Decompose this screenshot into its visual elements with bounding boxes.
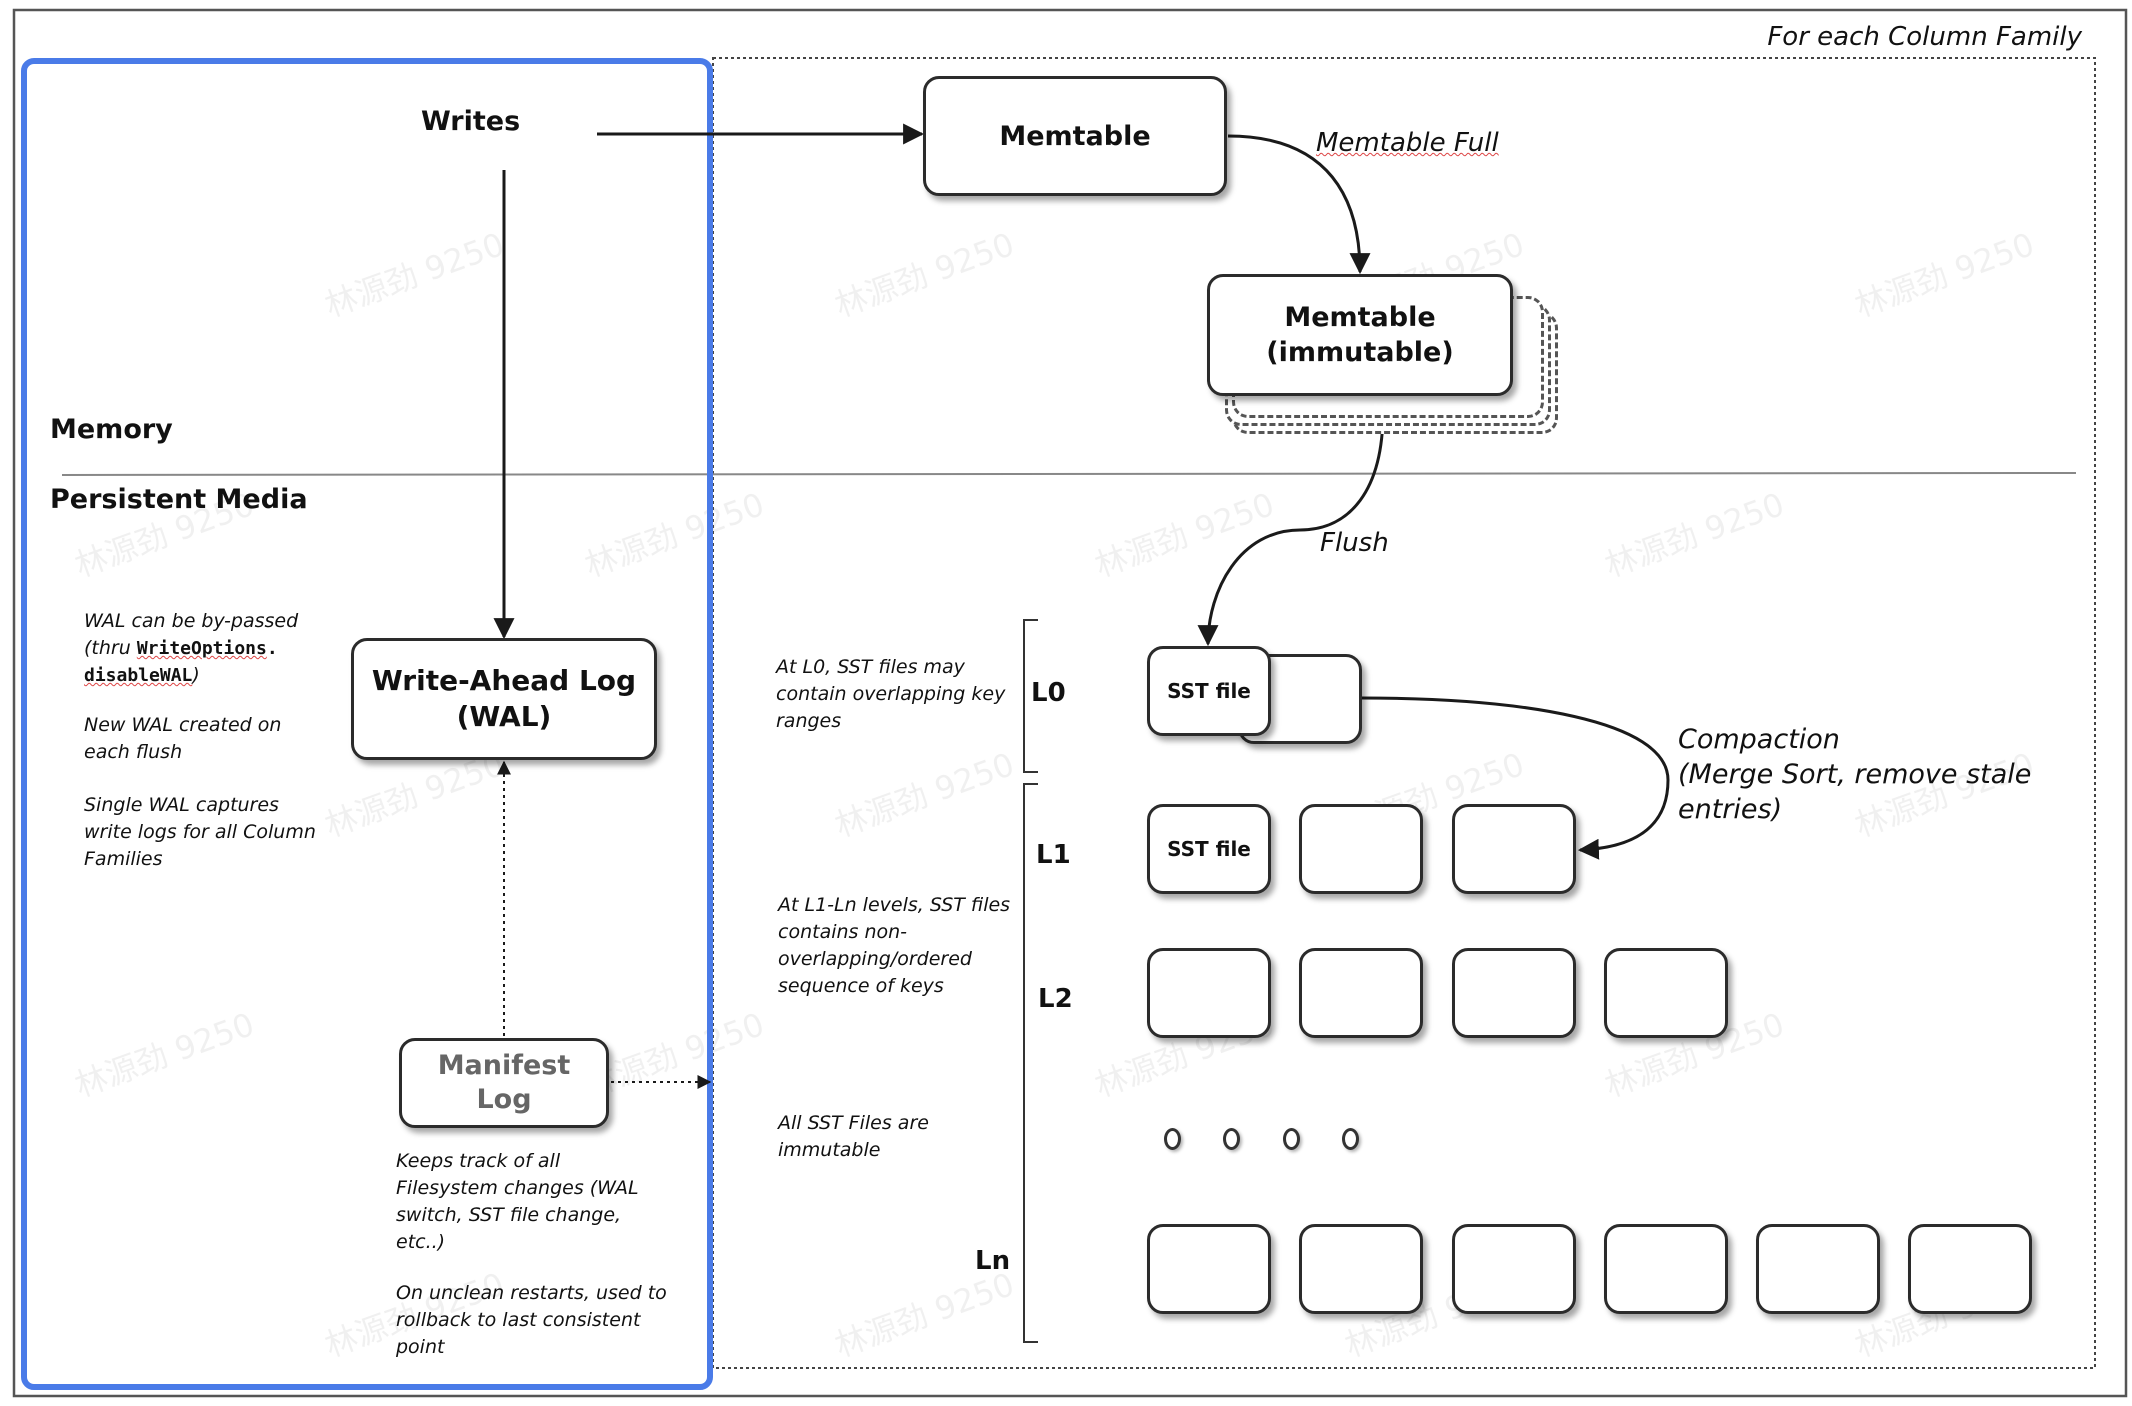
l1-sst-file: SST file — [1147, 804, 1271, 894]
manifest-label-line2: Log — [476, 1084, 532, 1115]
persistent-media-label: Persistent Media — [50, 484, 308, 515]
l0-note: At L0, SST files may contain overlapping… — [776, 654, 1005, 735]
l2-sst-file — [1147, 948, 1271, 1038]
writes-label: Writes — [421, 106, 521, 137]
sst-immutable-note-line1: All SST Files are — [778, 1112, 929, 1134]
new-wal-note-line1: New WAL created on — [84, 714, 282, 736]
manifest-track-note-line2: Filesystem changes (WAL — [396, 1177, 639, 1199]
single-wal-note-line2: write logs for all Column — [84, 821, 316, 843]
l0-note-line2: contain overlapping key — [776, 683, 1006, 705]
code-dot: . — [266, 638, 278, 659]
ln-sst-file — [1908, 1224, 2032, 1314]
compaction-arrow — [1361, 696, 1670, 860]
manifest-track-note-line3: switch, SST file change, — [396, 1204, 622, 1226]
l2-sst-file — [1604, 948, 1728, 1038]
wal-highlight-box — [21, 58, 713, 1390]
manifest-track-note-line1: Keeps track of all — [396, 1150, 561, 1172]
manifest-restart-note-line1: On unclean restarts, used to — [396, 1282, 667, 1304]
l0-note-line1: At L0, SST files may — [776, 656, 965, 678]
memtable-label: Memtable — [999, 120, 1151, 152]
ellipsis-dot — [1342, 1128, 1359, 1150]
ln-sst-file — [1147, 1224, 1271, 1314]
memtable-full-arrow — [1227, 134, 1371, 275]
level-l1-label: L1 — [1036, 840, 1071, 870]
manifest-restart-note: On unclean restarts, used to rollback to… — [396, 1280, 667, 1361]
memory-region-label: Memory — [50, 414, 173, 445]
sst-immutable-note-line2: immutable — [778, 1139, 881, 1161]
l1-ln-note-line3: overlapping/ordered — [778, 948, 972, 970]
memtable-immutable-box: Memtable (immutable) — [1207, 274, 1513, 396]
flush-label: Flush — [1320, 528, 1389, 558]
l1-ln-bracket — [1023, 783, 1038, 1343]
memtable-immutable-label-line1: Memtable — [1284, 302, 1436, 333]
sst-immutable-note: All SST Files are immutable — [778, 1110, 929, 1164]
manifest-restart-note-line3: point — [396, 1336, 445, 1358]
manifest-log-box: Manifest Log — [399, 1038, 609, 1128]
new-wal-note: New WAL created on each flush — [84, 712, 281, 766]
manifest-track-note: Keeps track of all Filesystem changes (W… — [396, 1148, 639, 1256]
new-wal-note-line2: each flush — [84, 741, 183, 763]
level-ln-label: Ln — [975, 1246, 1011, 1276]
wal-bypass-note: WAL can be by-passed (thru WriteOptions.… — [84, 608, 298, 689]
wal-bypass-note-line3: disableWAL) — [84, 662, 298, 689]
single-wal-note-line3: Families — [84, 848, 163, 870]
compaction-label-line3: entries) — [1678, 794, 1783, 825]
wal-label-line1: Write-Ahead Log — [371, 664, 637, 697]
ellipsis-dot — [1164, 1128, 1181, 1150]
memtable-immutable-label-line2: (immutable) — [1266, 337, 1454, 368]
flush-arrow — [1197, 411, 1385, 647]
single-wal-note: Single WAL captures write logs for all C… — [84, 792, 316, 873]
wal-label-line2: (WAL) — [456, 700, 552, 733]
manifest-restart-note-line2: rollback to last consistent — [396, 1309, 641, 1331]
l1-ln-note-line2: contains non- — [778, 921, 908, 943]
ln-sst-file — [1452, 1224, 1576, 1314]
compaction-label-line2: (Merge Sort, remove stale — [1678, 759, 2032, 790]
l1-sst-file-label: SST file — [1167, 837, 1251, 861]
wal-bypass-note-line2: (thru WriteOptions. — [84, 635, 298, 662]
ellipsis-dot — [1223, 1128, 1240, 1150]
l2-sst-file — [1299, 948, 1423, 1038]
level-l2-label: L2 — [1038, 984, 1073, 1014]
level-l0-label: L0 — [1031, 678, 1066, 708]
manifest-track-note-line4: etc..) — [396, 1231, 446, 1253]
wal-bypass-note-open: (thru — [84, 637, 137, 659]
ln-sst-file — [1756, 1224, 1880, 1314]
l2-sst-file — [1452, 948, 1576, 1038]
l1-ln-note: At L1-Ln levels, SST files contains non-… — [778, 892, 1010, 1000]
wal-bypass-note-close: ) — [192, 664, 200, 686]
wal-box: Write-Ahead Log (WAL) — [351, 638, 657, 760]
l0-note-line3: ranges — [776, 710, 842, 732]
column-family-scope-label: For each Column Family — [1767, 22, 2082, 52]
l1-sst-file — [1452, 804, 1576, 894]
ellipsis-dot — [1283, 1128, 1300, 1150]
ln-sst-file — [1604, 1224, 1728, 1314]
wal-bypass-note-line1: WAL can be by-passed — [84, 610, 299, 632]
l0-sst-file: SST file — [1147, 646, 1271, 736]
l1-ln-note-line4: sequence of keys — [778, 975, 944, 997]
compaction-label: Compaction (Merge Sort, remove stale ent… — [1678, 722, 2031, 827]
l1-sst-file — [1299, 804, 1423, 894]
outer-frame — [12, 8, 2128, 1398]
write-options-code: WriteOptions — [136, 638, 267, 659]
l0-bracket — [1023, 619, 1038, 773]
memtable-full-label: Memtable Full — [1316, 128, 1499, 158]
memory-divider — [61, 472, 2077, 476]
disable-wal-code: disableWAL — [84, 665, 193, 686]
single-wal-note-line1: Single WAL captures — [84, 794, 279, 816]
l1-ln-note-line1: At L1-Ln levels, SST files — [778, 894, 1011, 916]
manifest-label-line1: Manifest — [437, 1050, 571, 1081]
ln-sst-file — [1299, 1224, 1423, 1314]
memtable-box: Memtable — [923, 76, 1227, 196]
compaction-label-line1: Compaction — [1678, 724, 1840, 755]
l0-sst-file-label: SST file — [1167, 679, 1251, 703]
